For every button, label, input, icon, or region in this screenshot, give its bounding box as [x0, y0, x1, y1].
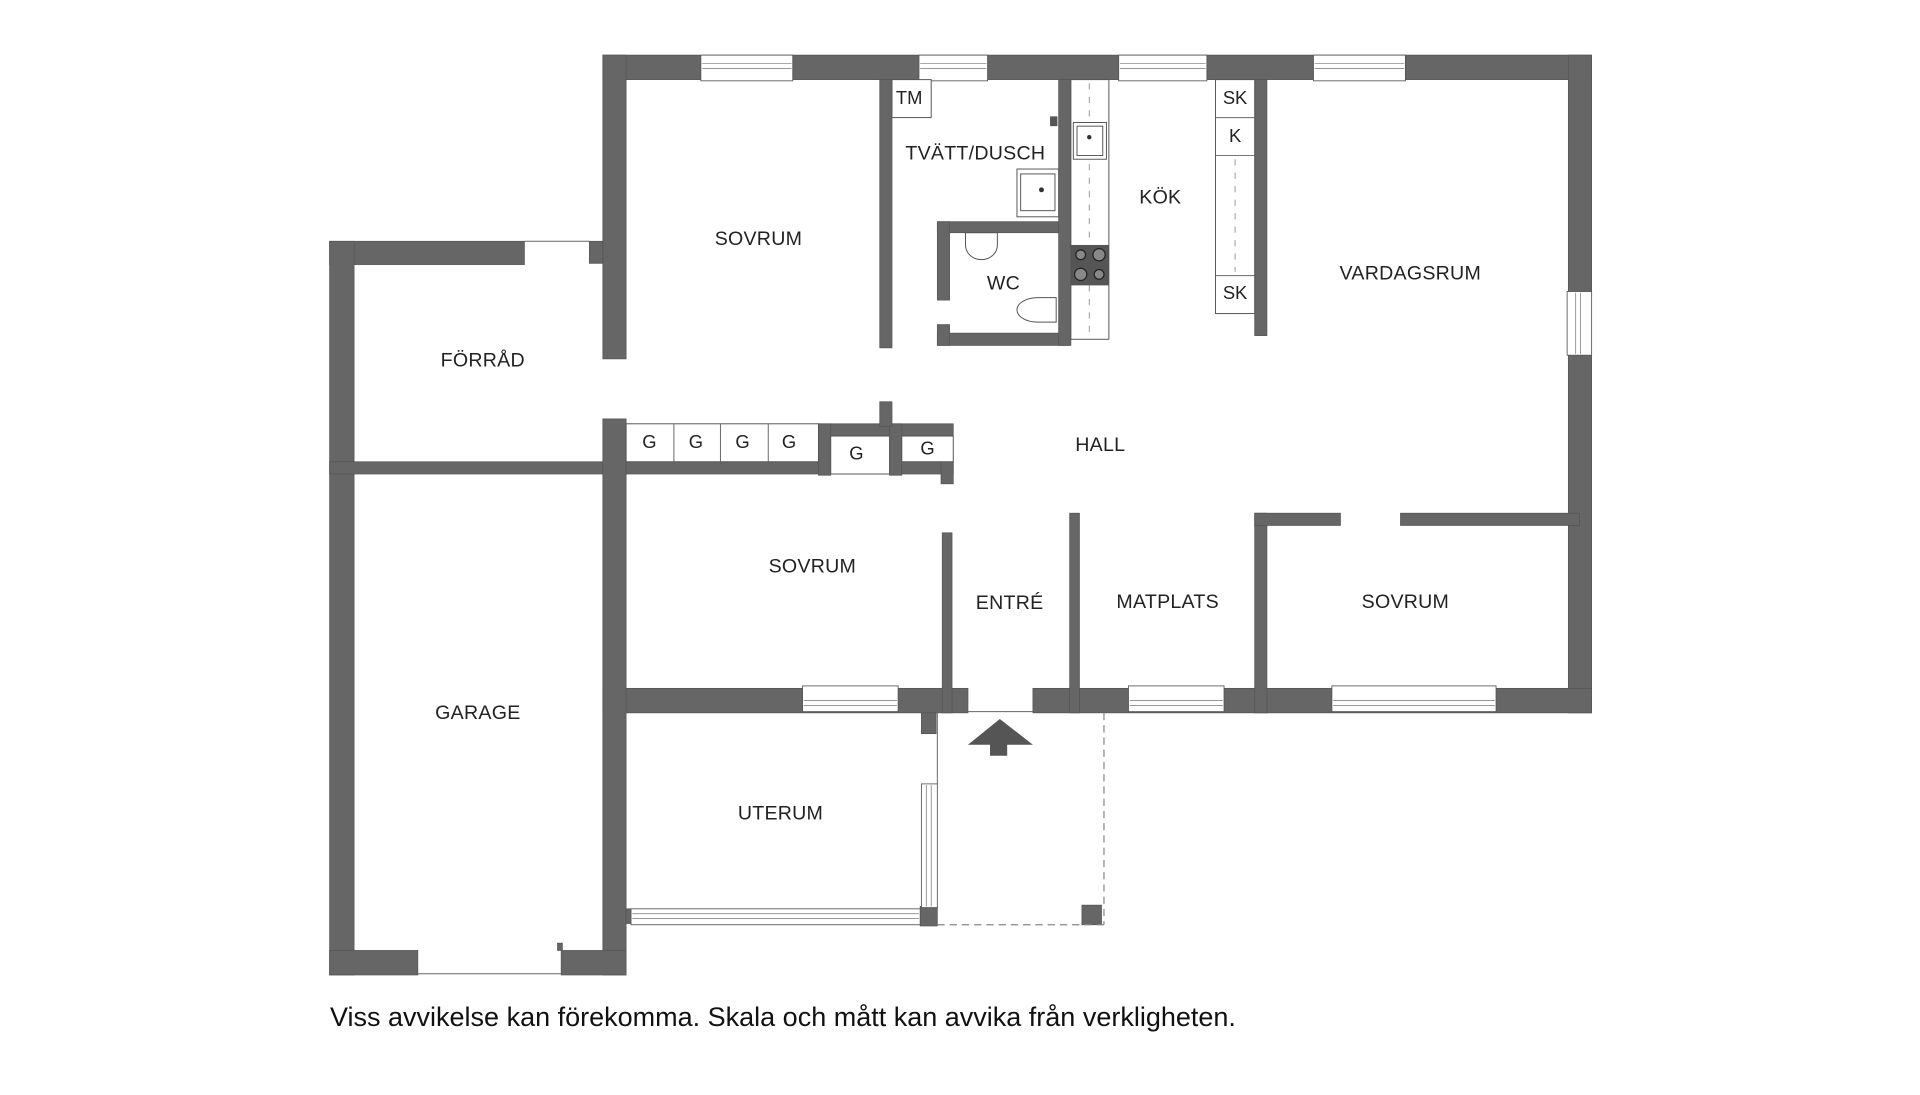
wc-sink-icon	[965, 232, 998, 261]
label-k: K	[1229, 125, 1242, 146]
toilet-icon	[1016, 297, 1057, 323]
outlines	[417, 240, 1105, 975]
closet-label: G	[642, 431, 656, 452]
room-uterum: UTERUM	[738, 803, 823, 825]
room-labels: SOVRUM TVÄTT/DUSCH TM WC KÖK SK K SK VAR…	[435, 87, 1481, 825]
label-sk-top: SK	[1223, 87, 1248, 108]
closet-label: G	[920, 437, 934, 458]
room-entre: ENTRÉ	[976, 591, 1044, 614]
room-hall: HALL	[1075, 434, 1125, 456]
closet-label: G	[735, 431, 749, 452]
room-sovrum-top: SOVRUM	[715, 228, 803, 250]
label-sk-bottom: SK	[1223, 282, 1248, 303]
walls	[329, 54, 1592, 976]
room-matplats: MATPLATS	[1116, 591, 1219, 613]
label-tm: TM	[896, 87, 923, 108]
room-tvatt-dusch: TVÄTT/DUSCH	[905, 143, 1045, 165]
room-garage: GARAGE	[435, 702, 520, 724]
arrow-up-icon	[967, 718, 1033, 756]
room-wc: WC	[987, 272, 1020, 294]
room-sovrum-left: SOVRUM	[769, 555, 857, 577]
fixtures	[625, 79, 1256, 475]
room-vardagsrum: VARDAGSRUM	[1340, 263, 1481, 285]
closet-label: G	[782, 431, 796, 452]
room-kok: KÖK	[1139, 187, 1181, 209]
shower-icon	[1050, 116, 1058, 127]
windows	[630, 54, 1593, 926]
disclaimer-text: Viss avvikelse kan förekomma. Skala och …	[330, 1002, 1236, 1032]
closet-label: G	[689, 431, 703, 452]
closet-label: G	[849, 442, 863, 463]
room-forrad: FÖRRÅD	[441, 348, 525, 371]
room-sovrum-right: SOVRUM	[1362, 591, 1450, 613]
